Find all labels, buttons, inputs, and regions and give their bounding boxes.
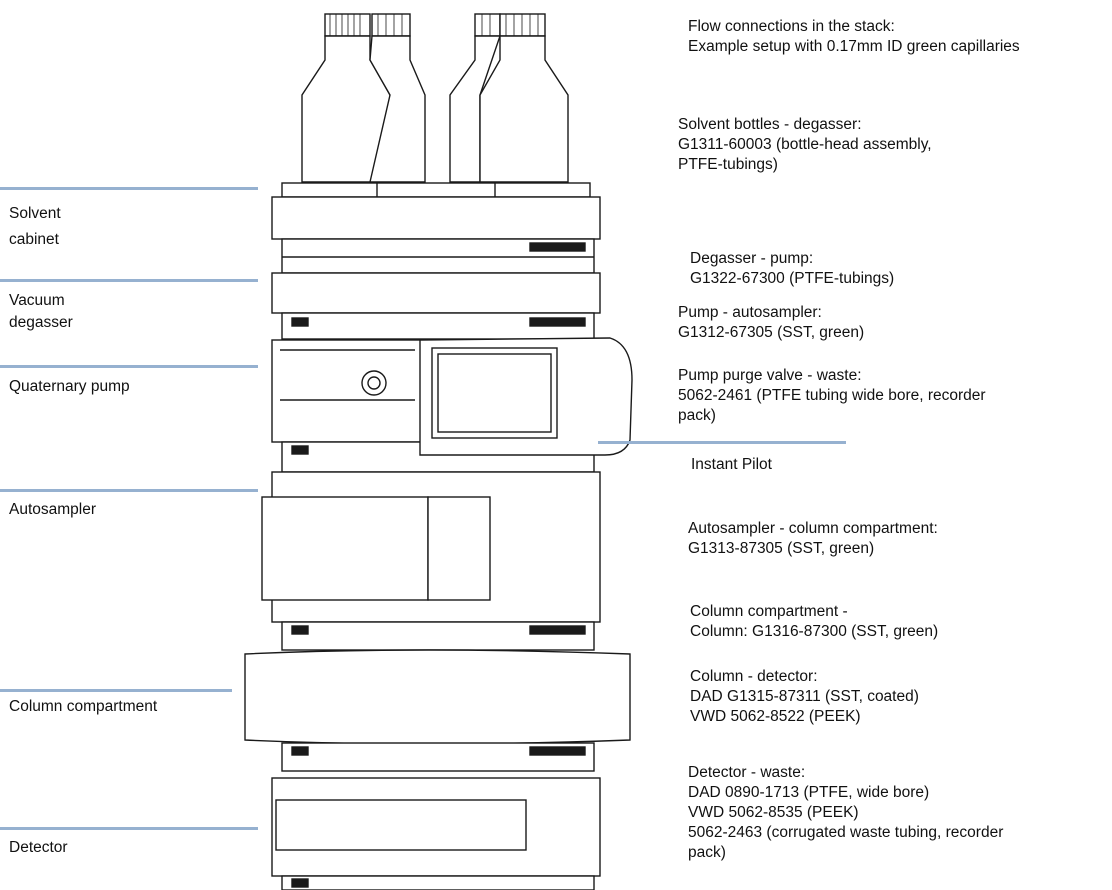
vacuum-degasser-drawing <box>271 272 601 340</box>
autosampler-drawing <box>261 471 601 651</box>
solvent-cabinet-drawing <box>271 182 601 274</box>
instant-pilot-drawing <box>419 337 633 456</box>
bottle-cap-ridges <box>329 14 539 36</box>
caption-column-detector: Column - detector: DAD G1315-87311 (SST,… <box>690 668 919 725</box>
solvent-bottles <box>301 13 569 183</box>
caption-column-compartment-column: Column compartment - Column: G1316-87300… <box>690 603 939 640</box>
caption-autosampler-column: Autosampler - column compartment: G1313-… <box>688 520 938 557</box>
leader-solvent-cabinet <box>0 187 258 190</box>
caption-pump-autosampler: Pump - autosampler: G1312-67305 (SST, gr… <box>678 304 865 341</box>
label-vacuum-degasser: Vacuum degasser <box>9 292 73 331</box>
leader-vacuum-degasser <box>0 279 258 282</box>
label-quaternary-pump: Quaternary pump <box>9 378 130 395</box>
caption-flow-connections: Flow connections in the stack: Example s… <box>688 18 1020 55</box>
leader-column-compartment <box>0 689 232 692</box>
leader-autosampler <box>0 489 258 492</box>
leader-quaternary-pump <box>0 365 258 368</box>
label-column-compartment: Column compartment <box>9 698 158 715</box>
caption-bottles-degasser: Solvent bottles - degasser: G1311-60003 … <box>678 116 932 173</box>
leader-detector <box>0 827 258 830</box>
label-solvent-cabinet: Solvent cabinet <box>9 205 61 248</box>
detector-drawing <box>271 777 601 890</box>
caption-purge-valve-waste: Pump purge valve - waste: 5062-2461 (PTF… <box>678 367 986 424</box>
caption-degasser-pump: Degasser - pump: G1322-67300 (PTFE-tubin… <box>690 250 895 287</box>
caption-detector-waste: Detector - waste: DAD 0890-1713 (PTFE, w… <box>688 764 1004 861</box>
column-compartment-drawing <box>244 649 631 772</box>
label-detector: Detector <box>9 839 68 856</box>
label-instant-pilot: Instant Pilot <box>691 456 772 473</box>
leader-instant-pilot <box>598 441 846 444</box>
label-autosampler: Autosampler <box>9 501 97 518</box>
